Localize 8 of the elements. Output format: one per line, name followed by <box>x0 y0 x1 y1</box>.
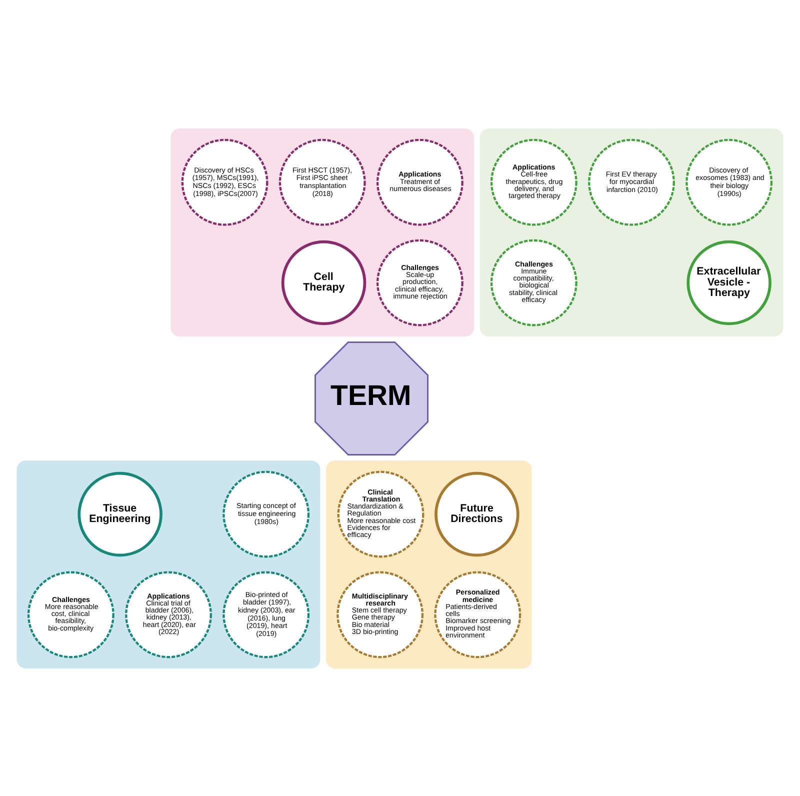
cluster <box>326 460 532 668</box>
node-circle: Cell Therapy <box>281 240 366 325</box>
cluster <box>480 128 784 336</box>
node-circle: Tissue Engineering <box>78 471 162 556</box>
node-circle: Extracellular Vesicle - Therapy <box>686 240 772 325</box>
node-circle: Future Directions <box>434 471 520 556</box>
cluster <box>16 460 320 668</box>
cluster <box>170 128 474 336</box>
